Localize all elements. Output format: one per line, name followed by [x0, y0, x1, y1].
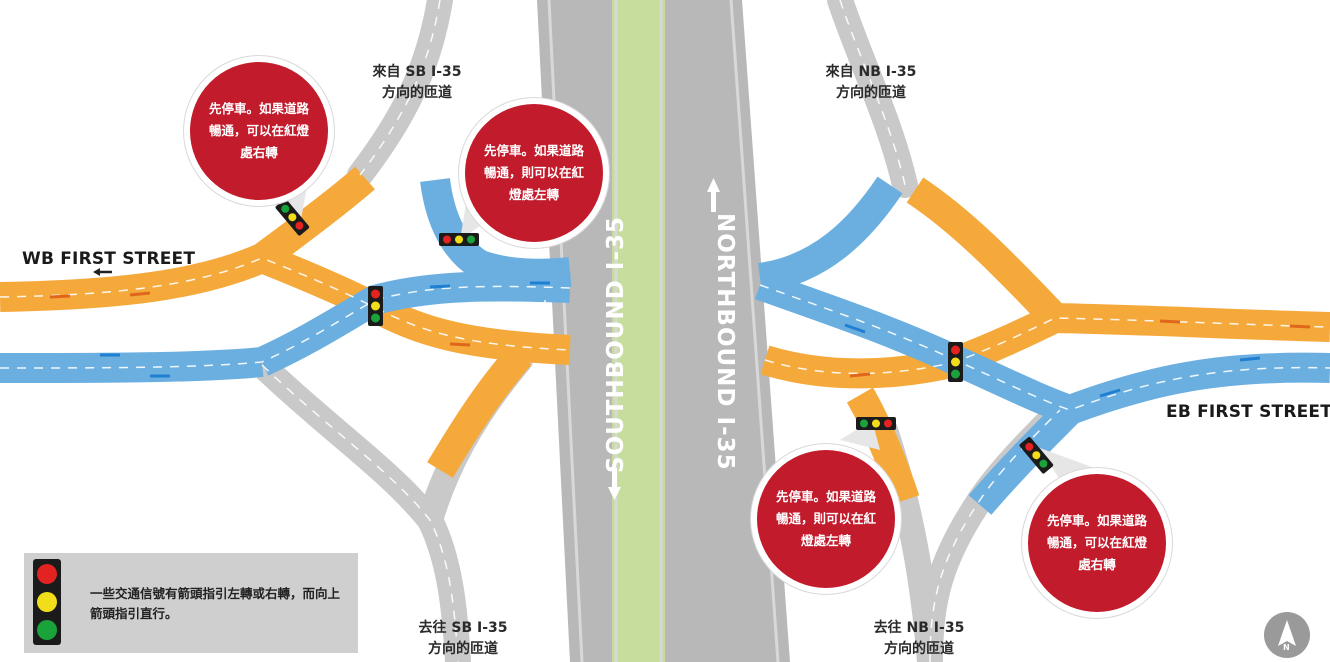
callout-nw-right-turn: 先停車。如果道路暢通，可以在紅燈處右轉 [190, 62, 328, 200]
traffic-signals [275, 198, 1054, 474]
wb-se-ramp [846, 387, 920, 505]
legend-signal-icon [33, 559, 61, 645]
compass-icon: N [1264, 612, 1310, 658]
ramp-label-line: 來自 NB I-35 [825, 64, 917, 80]
nb-arrow-head [707, 178, 720, 192]
wb-first-street-label: WB FIRST STREET [22, 249, 196, 269]
eb-sb-ramp-left [420, 177, 572, 289]
ramp-label-from-nb: 來自 NB I-35 方向的匝道 [806, 62, 936, 104]
eb-arrow [429, 284, 451, 289]
legend-box: 一些交通信號有箭頭指引左轉或右轉，而向上箭頭指引直行。 [24, 553, 358, 653]
wb-arrow [449, 342, 471, 347]
northbound-label: NORTHBOUND I-35 [712, 213, 738, 471]
ramp-label-line: 去往 NB I-35 [873, 620, 965, 636]
nb-arrow-shaft [711, 190, 716, 212]
eb-arrow [844, 323, 866, 334]
legend-text: 一些交通信號有箭頭指引左轉或右轉，而向上箭頭指引直行。 [90, 586, 341, 621]
southbound-lanes [537, 0, 612, 662]
callout-se-right-turn: 先停車。如果道路暢通，可以在紅燈處右轉 [1028, 474, 1166, 612]
eb-arrow [1239, 356, 1261, 362]
sb-arrow-shaft [612, 468, 617, 490]
wb-arrow [129, 291, 151, 297]
pointer-se [1040, 448, 1100, 480]
callout-nc-left-turn: 先停車。如果道路暢通，則可以在紅燈處左轉 [465, 104, 603, 242]
ramp-label-line: 方向的匝道 [836, 85, 906, 101]
signal-nw-tilted [275, 198, 310, 236]
median-strip [612, 0, 665, 662]
ramp-label-line: 來自 SB I-35 [372, 64, 462, 80]
wb-arrow [49, 294, 71, 299]
wb-south-ramp [427, 345, 532, 478]
eb-first-street-east [1064, 352, 1330, 425]
signal-west-vertical [368, 286, 383, 326]
callout-sc-left-turn: 先停車。如果道路暢通，則可以在紅燈處左轉 [757, 450, 895, 588]
wb-arrow [849, 372, 871, 378]
eb-se-ramp [968, 399, 1081, 515]
wb-arrow [1289, 324, 1311, 329]
ramp-label-to-nb: 去往 NB I-35 方向的匝道 [854, 618, 984, 660]
eb-ne-ramp [757, 176, 903, 293]
wb-arrow [1159, 319, 1181, 324]
ramp-label-from-sb: 來自 SB I-35 方向的匝道 [352, 62, 482, 104]
signal-sc-horizontal [856, 417, 896, 430]
highway-i35 [537, 0, 790, 662]
sb-arrow-head [608, 487, 621, 500]
ramp-label-line: 方向的匝道 [428, 641, 498, 657]
ramp-label-to-sb: 去往 SB I-35 方向的匝道 [398, 618, 528, 660]
wb-ne-ramp [906, 177, 1066, 329]
wb-label-arrow [93, 268, 112, 276]
compass-letter: N [1283, 643, 1290, 652]
ramp-label-line: 方向的匝道 [884, 641, 954, 657]
eb-first-street-label: EB FIRST STREET [1166, 402, 1330, 422]
highway-arrows [608, 178, 720, 500]
north-arrow-icon [1278, 620, 1296, 646]
eb-arrow [1099, 388, 1121, 398]
ramp-label-line: 方向的匝道 [382, 85, 452, 101]
ramp-label-line: 去往 SB I-35 [418, 620, 508, 636]
signal-se-tilted [1019, 436, 1054, 474]
southbound-label: SOUTHBOUND I-35 [603, 216, 629, 473]
signal-nc-horizontal [439, 233, 479, 246]
northbound-lanes [665, 0, 790, 662]
direction-arrows [49, 281, 1311, 398]
signal-east-vertical [948, 342, 963, 382]
